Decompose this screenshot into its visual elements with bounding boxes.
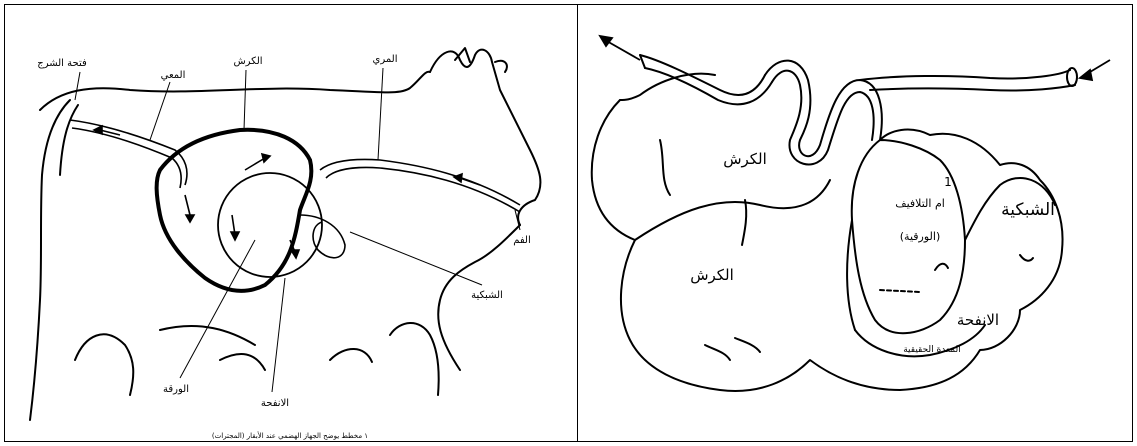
label-anus: فتحة الشرج: [37, 58, 87, 69]
label-omasum: الورقة: [163, 384, 189, 395]
esophagus-tube: [320, 159, 520, 205]
label-mouth: الفم: [513, 235, 531, 246]
intestine-tube: [70, 120, 187, 185]
label-reticulum: الشبكية: [471, 290, 503, 301]
cow-hind-leg: [75, 334, 133, 395]
figure-caption: ١ مخطط يوضح الجهاز الهضمي عند الأبقار (ا…: [212, 431, 368, 440]
cow-horn-outline: [495, 61, 507, 72]
label-abomasum: الانفحة: [261, 398, 289, 409]
label-intestine: المعي: [161, 70, 186, 81]
label-esophagus: المري: [373, 54, 398, 65]
cow-tail: [30, 100, 70, 420]
cow-front-leg: [390, 323, 439, 395]
label-rumen: الكرش: [233, 56, 262, 67]
cow-head-outline: [430, 50, 540, 225]
cow-belly: [160, 326, 255, 345]
cow-back-outline: [40, 72, 430, 110]
